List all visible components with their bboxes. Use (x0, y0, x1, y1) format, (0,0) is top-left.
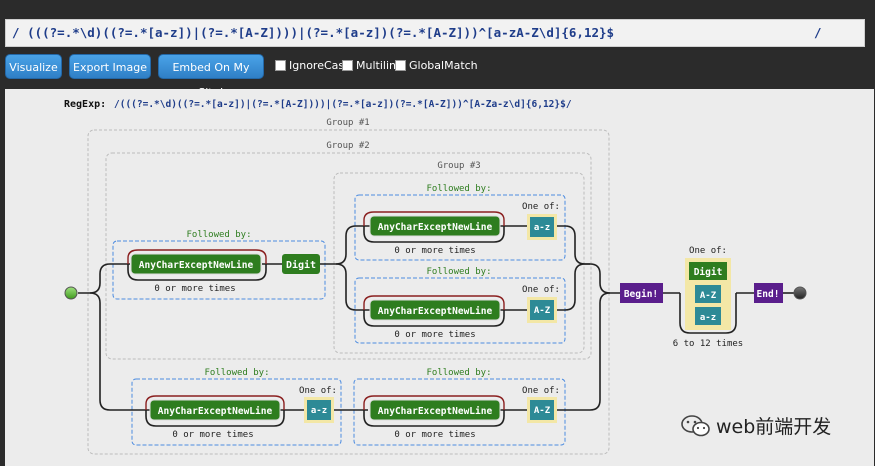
svg-text:One of:: One of: (689, 246, 727, 256)
digit-node: Digit (282, 254, 320, 274)
visualize-button[interactable]: Visualize (5, 54, 62, 79)
lookahead-upper-label: Followed by: (426, 267, 491, 277)
anychar-node: AnyCharExceptNewLine (130, 253, 262, 275)
group-3-label: Group #3 (437, 161, 480, 171)
loop-arrows (127, 211, 505, 410)
svg-text:AnyCharExceptNewLine: AnyCharExceptNewLine (378, 222, 493, 233)
ignorecase-checkbox[interactable] (275, 60, 286, 71)
svg-text:Digit: Digit (286, 259, 316, 271)
end-node (793, 286, 807, 300)
svg-text:AnyCharExceptNewLine: AnyCharExceptNewLine (378, 406, 493, 417)
multiline-checkbox[interactable] (342, 60, 353, 71)
lookahead-bottom-lower-label: Followed by: (204, 368, 269, 378)
lookahead-digit-label: Followed by: (186, 230, 251, 240)
anychar-node: AnyCharExceptNewLine (369, 399, 501, 421)
svg-text:a-z: a-z (534, 223, 550, 233)
lookahead-bottom-upper-label: Followed by: (426, 368, 491, 378)
embed-button[interactable]: Embed On My Site! (158, 54, 264, 99)
regex-open-slash: / (12, 25, 20, 40)
svg-text:AnyCharExceptNewLine: AnyCharExceptNewLine (158, 406, 273, 417)
svg-text:a-z: a-z (700, 313, 716, 323)
regexp-label: RegExp: (64, 99, 106, 110)
lookahead-lower-box (354, 194, 566, 261)
group-3-box (333, 172, 585, 354)
svg-text:One of:: One of: (299, 386, 337, 396)
repeat-range-label: 6 to 12 times (673, 339, 743, 349)
svg-text:AnyCharExceptNewLine: AnyCharExceptNewLine (378, 306, 493, 317)
railroad-diagram: RegExp: /(((?=.*\d)((?=.*[a-z])|(?=.*[A-… (64, 99, 807, 455)
regex-input[interactable]: / (((?=.*\d)((?=.*[a-z])|(?=.*[A-Z])))|(… (5, 19, 865, 47)
start-node (64, 286, 78, 300)
svg-text:Begin!: Begin! (624, 289, 658, 300)
svg-text:Digit: Digit (694, 267, 723, 278)
repeat-label: 0 or more times (394, 246, 475, 256)
lookahead-digit-box (112, 240, 326, 300)
charset-final: One of: Digit A-Z a-z (685, 246, 731, 330)
anychar-node: AnyCharExceptNewLine (149, 399, 281, 421)
group-1-label: Group #1 (326, 118, 369, 128)
regex-close-slash: / (814, 25, 822, 40)
charset-upper: One of: A-Z (522, 285, 560, 323)
globalmatch-checkbox[interactable] (395, 60, 406, 71)
svg-text:One of:: One of: (522, 386, 560, 396)
group-2-label: Group #2 (326, 141, 369, 151)
begin-node: Begin! (620, 283, 663, 303)
railroad-canvas: RegExp: /(((?=.*\d)((?=.*[a-z])|(?=.*[A-… (5, 89, 874, 466)
lookahead-lower-label: Followed by: (426, 184, 491, 194)
multiline-option[interactable]: Multiline (342, 59, 403, 72)
svg-text:A-Z: A-Z (534, 406, 551, 416)
watermark: web前端开发 (680, 412, 831, 439)
anychar-node: AnyCharExceptNewLine (369, 299, 501, 321)
ignorecase-option[interactable]: IgnoreCase (275, 59, 351, 72)
repeat-label: 0 or more times (394, 330, 475, 340)
regexp-text: /(((?=.*\d)((?=.*[a-z])|(?=.*[A-Z])))|(?… (114, 99, 572, 110)
svg-text:A-Z: A-Z (700, 291, 717, 301)
svg-text:End!: End! (757, 289, 780, 300)
wechat-icon (681, 414, 710, 436)
end-anchor-node: End! (754, 283, 783, 303)
diagram-paths (78, 225, 796, 427)
svg-text:One of:: One of: (522, 285, 560, 295)
svg-text:AnyCharExceptNewLine: AnyCharExceptNewLine (139, 260, 254, 271)
ignorecase-label: IgnoreCase (289, 59, 351, 72)
svg-text:One of:: One of: (522, 202, 560, 212)
svg-text:A-Z: A-Z (534, 306, 551, 316)
globalmatch-label: GlobalMatch (409, 59, 478, 72)
lookahead-bottom-lower-box (131, 378, 342, 446)
group-2-box (105, 152, 592, 360)
charset-lower: One of: a-z (522, 202, 560, 240)
svg-text:a-z: a-z (311, 406, 327, 416)
repeat-label: 0 or more times (154, 284, 235, 294)
repeat-label: 0 or more times (172, 430, 253, 440)
anychar-node: AnyCharExceptNewLine (369, 215, 501, 237)
charset-bottom-lower: One of: a-z (299, 386, 337, 423)
repeat-label: 0 or more times (394, 430, 475, 440)
charset-bottom-upper: One of: A-Z (522, 386, 560, 423)
regex-pattern: (((?=.*\d)((?=.*[a-z])|(?=.*[A-Z])))|(?=… (27, 25, 615, 40)
lookahead-bottom-upper-box (353, 378, 566, 446)
multiline-label: Multiline (356, 59, 403, 72)
watermark-text: web前端开发 (716, 416, 832, 438)
globalmatch-option[interactable]: GlobalMatch (395, 59, 478, 72)
export-image-button[interactable]: Export Image (69, 54, 151, 79)
